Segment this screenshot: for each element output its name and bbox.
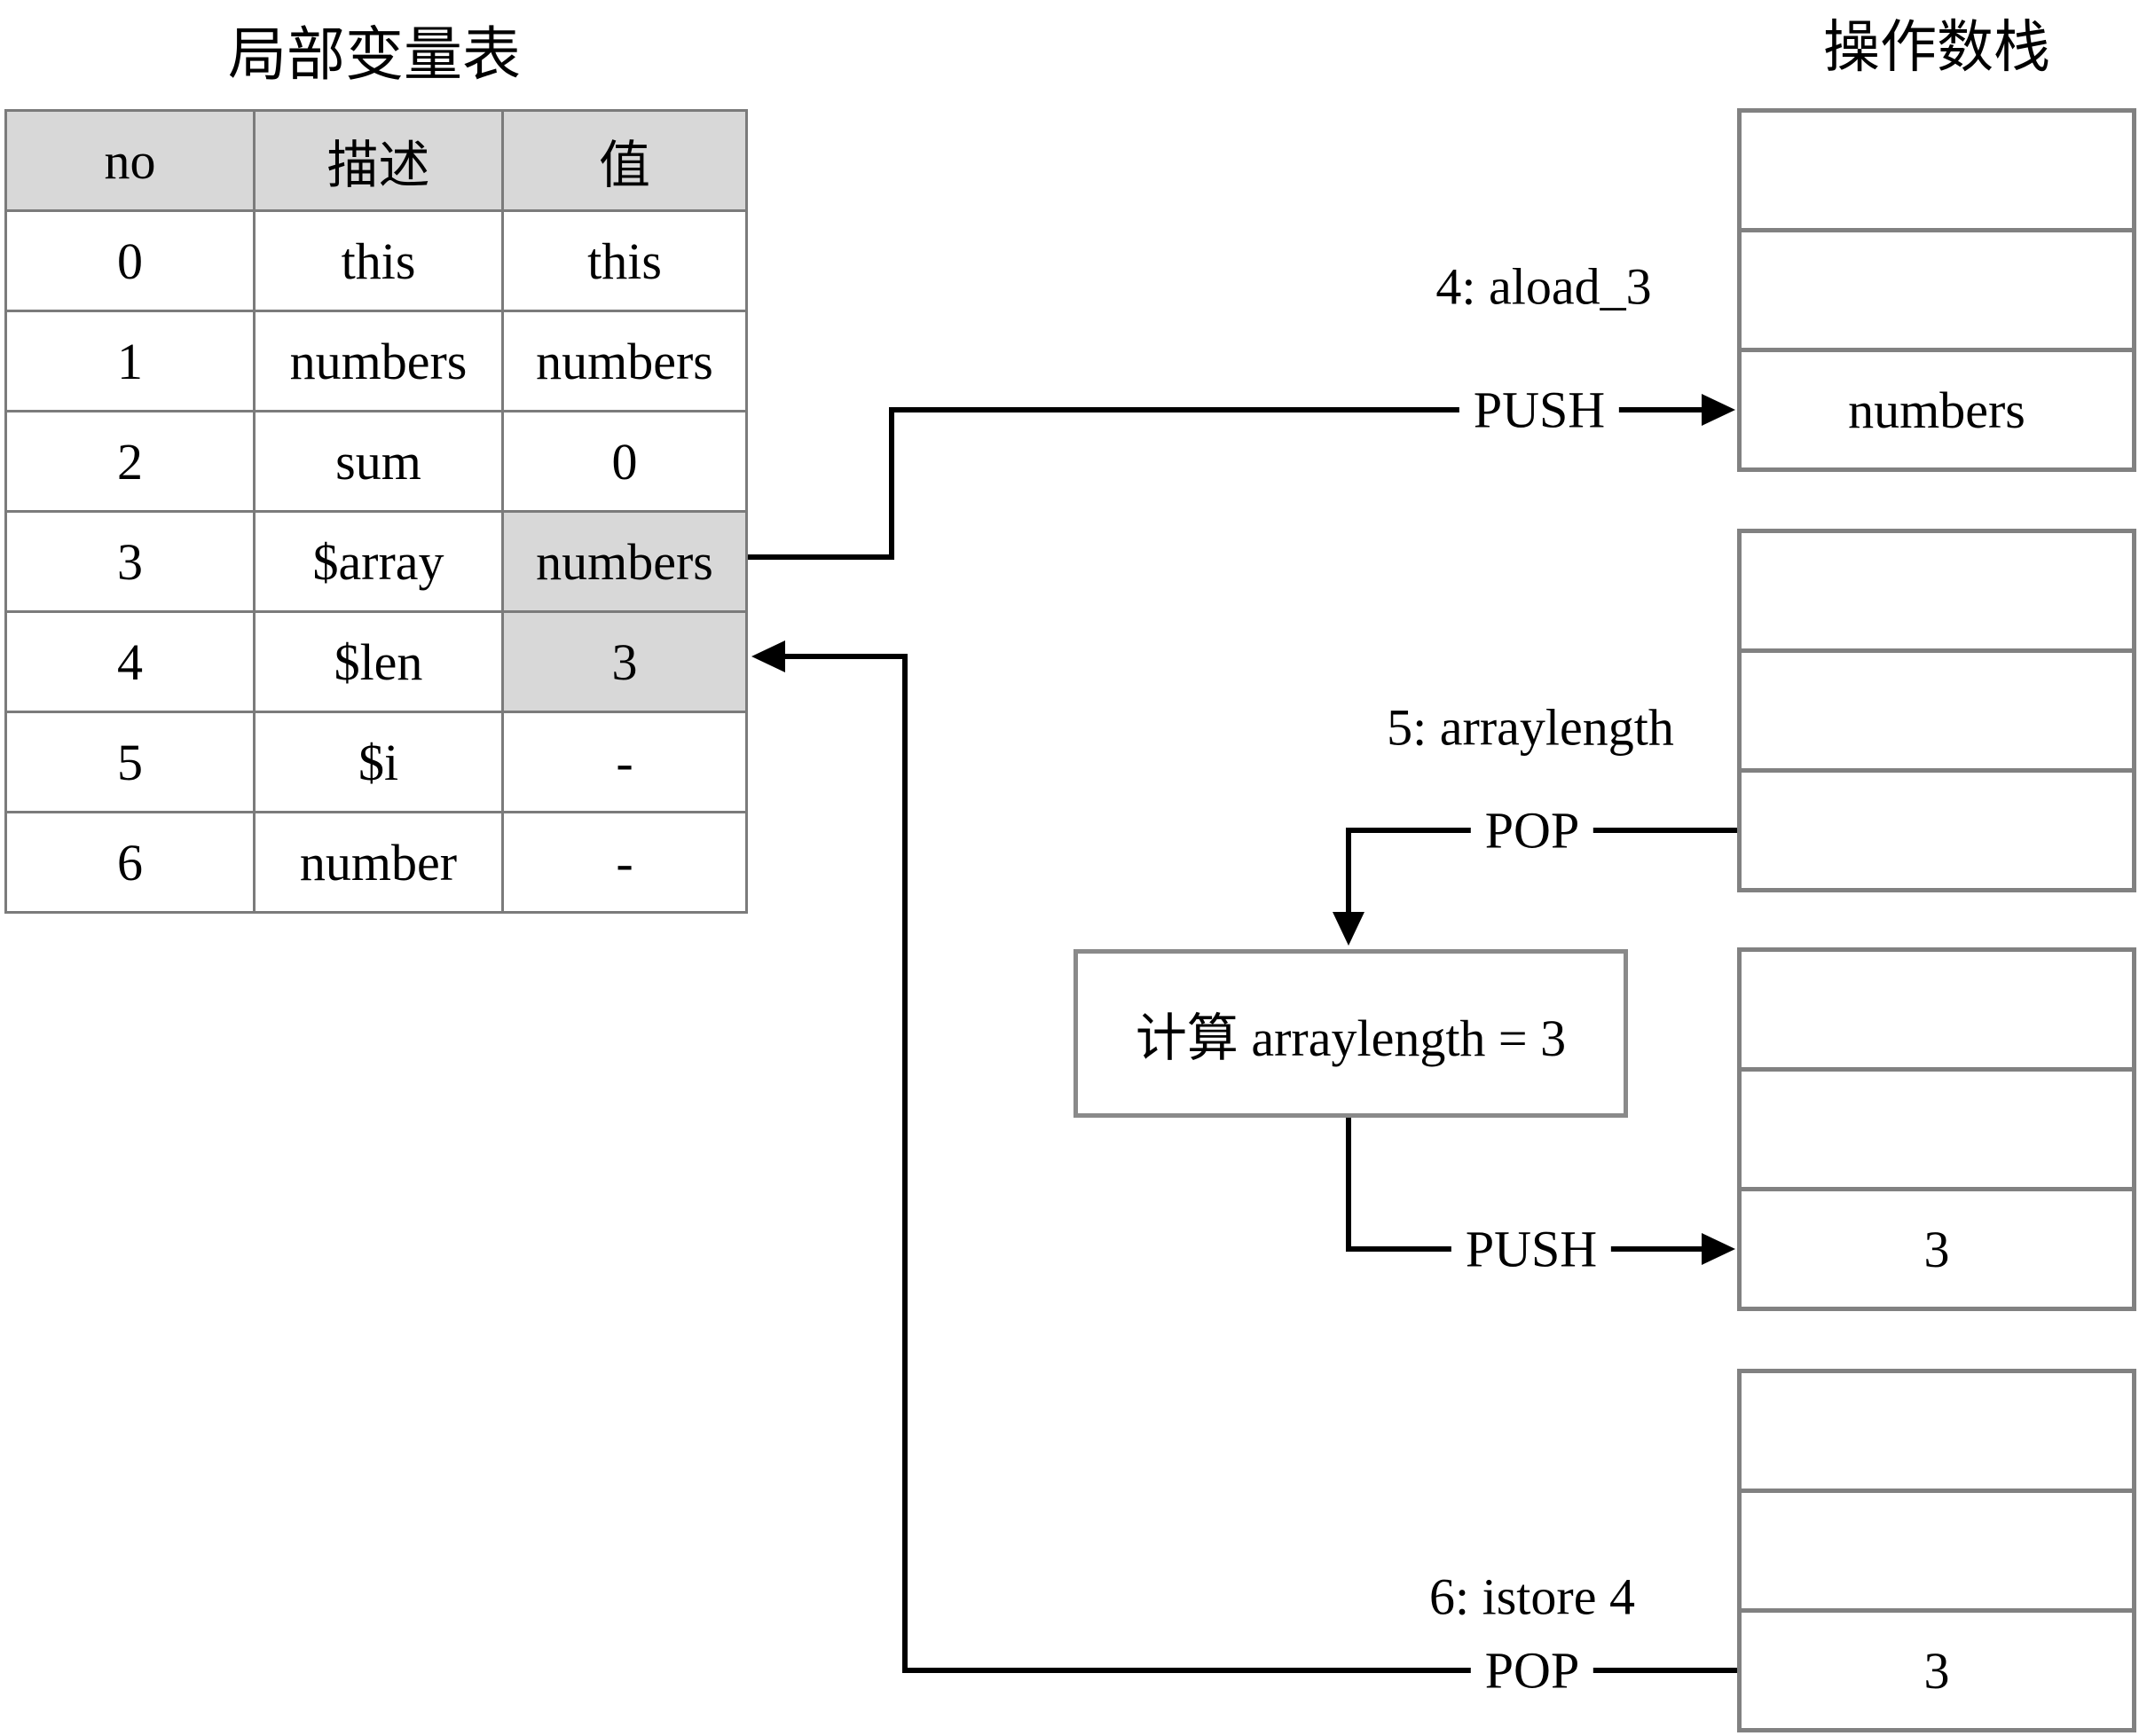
stack-cell [1742, 648, 2132, 768]
stack-cell [1742, 952, 2132, 1067]
stack-cell-top-value: numbers [1742, 348, 2132, 467]
stack-cell [1742, 1489, 2132, 1608]
table-row: 4 $len 3 [4, 610, 748, 713]
stack-cell [1742, 768, 2132, 888]
cell-no: 4 [4, 610, 256, 713]
push-label-step5: PUSH [1451, 1219, 1612, 1279]
cell-no: 3 [4, 510, 256, 613]
push2-arrowhead-right [1702, 1233, 1735, 1265]
stack-cell-top-value: 3 [1742, 1187, 2132, 1307]
push1-connector-line [743, 407, 1702, 560]
cell-no: 1 [4, 310, 256, 412]
operand-stack-step4: numbers [1737, 108, 2136, 472]
cell-desc: $len [253, 610, 504, 713]
stack-cell [1742, 228, 2132, 348]
stack-cell [1742, 1067, 2132, 1187]
operand-stack-title: 操作数栈 [1823, 16, 2050, 79]
cell-no: 5 [4, 711, 256, 813]
stack-cell-top-value: 3 [1742, 1608, 2132, 1728]
table-row: 2 sum 0 [4, 410, 748, 513]
cell-desc: sum [253, 410, 504, 513]
instruction-label-arraylength: 5: arraylength [1387, 698, 1674, 757]
pop1-arrowhead-down [1333, 912, 1364, 946]
instruction-label-aload3: 4: aload_3 [1435, 257, 1652, 316]
local-variable-table-title: 局部变量表 [228, 23, 521, 88]
cell-value: - [501, 711, 748, 813]
header-no: no [4, 109, 256, 212]
table-row: 1 numbers numbers [4, 310, 748, 412]
header-value: 值 [501, 109, 748, 212]
pop-label-step6: POP [1470, 1640, 1594, 1701]
cell-desc: numbers [253, 310, 504, 412]
cell-no: 6 [4, 811, 256, 914]
instruction-label-istore4: 6: istore 4 [1429, 1567, 1635, 1626]
cell-desc: $array [253, 510, 504, 613]
cell-no: 0 [4, 209, 256, 312]
cell-value: numbers [501, 310, 748, 412]
push1-arrowhead-right [1702, 394, 1735, 426]
table-header-row: no 描述 值 [4, 109, 748, 212]
operand-stack-step5-pop [1737, 529, 2136, 892]
table-row: 0 this this [4, 209, 748, 312]
table-row: 6 number - [4, 811, 748, 914]
pop1-connector-line [1346, 828, 1737, 912]
operand-stack-step6: 3 [1737, 1369, 2136, 1732]
push-label-step4: PUSH [1459, 380, 1620, 440]
cell-desc: this [253, 209, 504, 312]
pop-label-step5: POP [1470, 800, 1594, 860]
pop2-connector-line [785, 654, 1737, 1673]
stack-cell [1742, 1373, 2132, 1489]
pop2-arrowhead-left [751, 640, 785, 672]
header-desc: 描述 [253, 109, 504, 212]
cell-value: this [501, 209, 748, 312]
cell-desc: number [253, 811, 504, 914]
cell-value-array-highlighted: numbers [501, 510, 748, 613]
table-row: 5 $i - [4, 711, 748, 813]
stack-cell [1742, 113, 2132, 228]
local-variable-table: no 描述 值 0 this this 1 numbers numbers 2 … [4, 109, 748, 914]
compute-arraylength-box: 计算 arraylength = 3 [1073, 949, 1628, 1118]
cell-desc: $i [253, 711, 504, 813]
cell-no: 2 [4, 410, 256, 513]
operand-stack-step5-push: 3 [1737, 947, 2136, 1311]
stack-cell [1742, 533, 2132, 648]
table-row: 3 $array numbers [4, 510, 748, 613]
compute-arraylength-label: 计算 arraylength = 3 [1135, 1009, 1567, 1067]
cell-value: 0 [501, 410, 748, 513]
cell-value: - [501, 811, 748, 914]
cell-value-len-highlighted: 3 [501, 610, 748, 713]
